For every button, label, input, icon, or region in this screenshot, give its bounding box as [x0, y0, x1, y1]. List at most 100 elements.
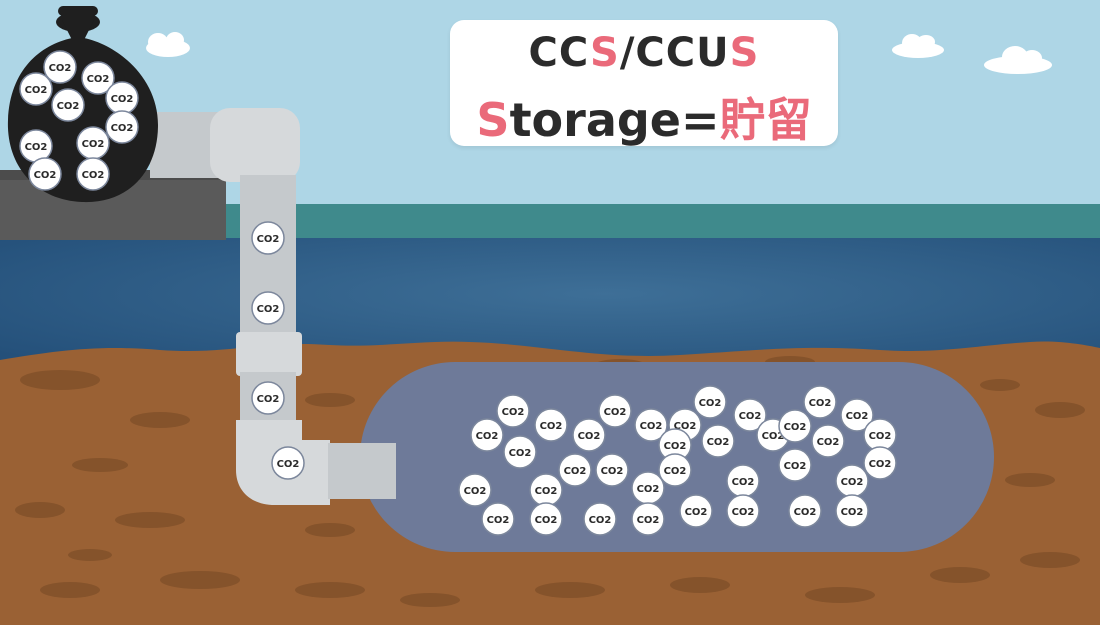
- title-card: CCS/CCUS Storage=貯留: [450, 20, 838, 147]
- svg-text:CO2: CO2: [25, 85, 48, 96]
- svg-text:CO2: CO2: [685, 507, 708, 518]
- svg-text:CO2: CO2: [841, 507, 864, 518]
- co2-molecule: CO2: [778, 409, 812, 443]
- co2-molecule: CO2: [840, 398, 874, 432]
- svg-text:CO2: CO2: [809, 398, 832, 409]
- svg-text:CO2: CO2: [869, 459, 892, 470]
- svg-text:CO2: CO2: [674, 421, 697, 432]
- svg-text:CO2: CO2: [784, 422, 807, 433]
- co2-molecule: CO2: [105, 110, 139, 144]
- svg-text:CO2: CO2: [794, 507, 817, 518]
- svg-text:CO2: CO2: [257, 304, 280, 315]
- co2-molecule: CO2: [251, 221, 285, 255]
- svg-text:CO2: CO2: [762, 431, 785, 442]
- co2-molecule: CO2: [271, 446, 305, 480]
- co2-molecule: CO2: [529, 473, 563, 507]
- co2-molecule: CO2: [43, 50, 77, 84]
- svg-text:CO2: CO2: [637, 515, 660, 526]
- svg-text:CO2: CO2: [111, 94, 134, 105]
- svg-text:CO2: CO2: [739, 411, 762, 422]
- injection-pipe: [150, 108, 396, 505]
- svg-text:CO2: CO2: [707, 437, 730, 448]
- svg-text:CO2: CO2: [578, 431, 601, 442]
- co2-molecule: CO2: [598, 394, 632, 428]
- co2-molecule: CO2: [28, 157, 62, 191]
- co2-molecule: CO2: [658, 453, 692, 487]
- co2-molecule: CO2: [803, 385, 837, 419]
- svg-text:CO2: CO2: [535, 486, 558, 497]
- co2-molecule: CO2: [733, 398, 767, 432]
- co2-molecule: CO2: [251, 381, 285, 415]
- co2-molecule: CO2: [631, 471, 665, 505]
- co2-molecule: CO2: [726, 464, 760, 498]
- co2-molecule: CO2: [693, 385, 727, 419]
- svg-text:CO2: CO2: [111, 123, 134, 134]
- co2-molecule: CO2: [19, 129, 53, 163]
- title-line-1: CCS/CCUS: [528, 30, 760, 76]
- svg-text:CO2: CO2: [664, 441, 687, 452]
- co2-molecule: CO2: [701, 424, 735, 458]
- svg-text:CO2: CO2: [732, 507, 755, 518]
- svg-text:CO2: CO2: [564, 466, 587, 477]
- svg-text:CO2: CO2: [664, 466, 687, 477]
- co2-molecule: CO2: [496, 394, 530, 428]
- co2-molecule: CO2: [835, 464, 869, 498]
- co2-molecule: CO2: [76, 157, 110, 191]
- co2-molecule: CO2: [679, 494, 713, 528]
- cloud-icon: [146, 32, 190, 57]
- co2-molecule: CO2: [558, 453, 592, 487]
- svg-text:CO2: CO2: [589, 515, 612, 526]
- co2-molecule: CO2: [81, 61, 115, 95]
- co2-molecule: CO2: [863, 418, 897, 452]
- svg-text:CO2: CO2: [87, 74, 110, 85]
- svg-text:CO2: CO2: [732, 477, 755, 488]
- svg-text:CO2: CO2: [640, 421, 663, 432]
- co2-molecule: CO2: [529, 502, 563, 536]
- co2-molecule: CO2: [534, 408, 568, 442]
- svg-text:CO2: CO2: [25, 142, 48, 153]
- co2-molecule: CO2: [572, 418, 606, 452]
- svg-text:CO2: CO2: [817, 437, 840, 448]
- co2-molecule: CO2: [481, 502, 515, 536]
- co2-molecule: CO2: [470, 418, 504, 452]
- svg-text:CO2: CO2: [846, 411, 869, 422]
- svg-text:CO2: CO2: [257, 394, 280, 405]
- svg-text:CO2: CO2: [476, 431, 499, 442]
- svg-text:CO2: CO2: [464, 486, 487, 497]
- svg-text:CO2: CO2: [257, 234, 280, 245]
- co2-molecule: CO2: [863, 446, 897, 480]
- cloud-icon: [984, 46, 1052, 74]
- svg-text:CO2: CO2: [34, 170, 57, 181]
- svg-text:CO2: CO2: [49, 63, 72, 74]
- svg-text:CO2: CO2: [540, 421, 563, 432]
- co2-molecule: CO2: [458, 473, 492, 507]
- title-line-2: Storage=貯留: [476, 93, 812, 147]
- svg-text:CO2: CO2: [277, 459, 300, 470]
- svg-text:CO2: CO2: [841, 477, 864, 488]
- svg-text:CO2: CO2: [784, 461, 807, 472]
- co2-molecule: CO2: [19, 72, 53, 106]
- svg-text:CO2: CO2: [604, 407, 627, 418]
- co2-molecule: CO2: [788, 494, 822, 528]
- co2-molecule: CO2: [726, 494, 760, 528]
- co2-molecule: CO2: [251, 291, 285, 325]
- co2-molecule: CO2: [503, 435, 537, 469]
- svg-text:CO2: CO2: [509, 448, 532, 459]
- co2-molecule: CO2: [811, 424, 845, 458]
- svg-text:CO2: CO2: [82, 170, 105, 181]
- co2-molecule: CO2: [595, 453, 629, 487]
- svg-text:CO2: CO2: [637, 484, 660, 495]
- co2-molecule: CO2: [583, 502, 617, 536]
- co2-molecule: CO2: [631, 502, 665, 536]
- co2-molecule: CO2: [51, 88, 85, 122]
- svg-text:CO2: CO2: [699, 398, 722, 409]
- co2-molecule: CO2: [634, 408, 668, 442]
- co2-molecule: CO2: [76, 126, 110, 160]
- svg-text:CO2: CO2: [487, 515, 510, 526]
- svg-text:CO2: CO2: [502, 407, 525, 418]
- svg-text:CO2: CO2: [535, 515, 558, 526]
- svg-text:CO2: CO2: [82, 139, 105, 150]
